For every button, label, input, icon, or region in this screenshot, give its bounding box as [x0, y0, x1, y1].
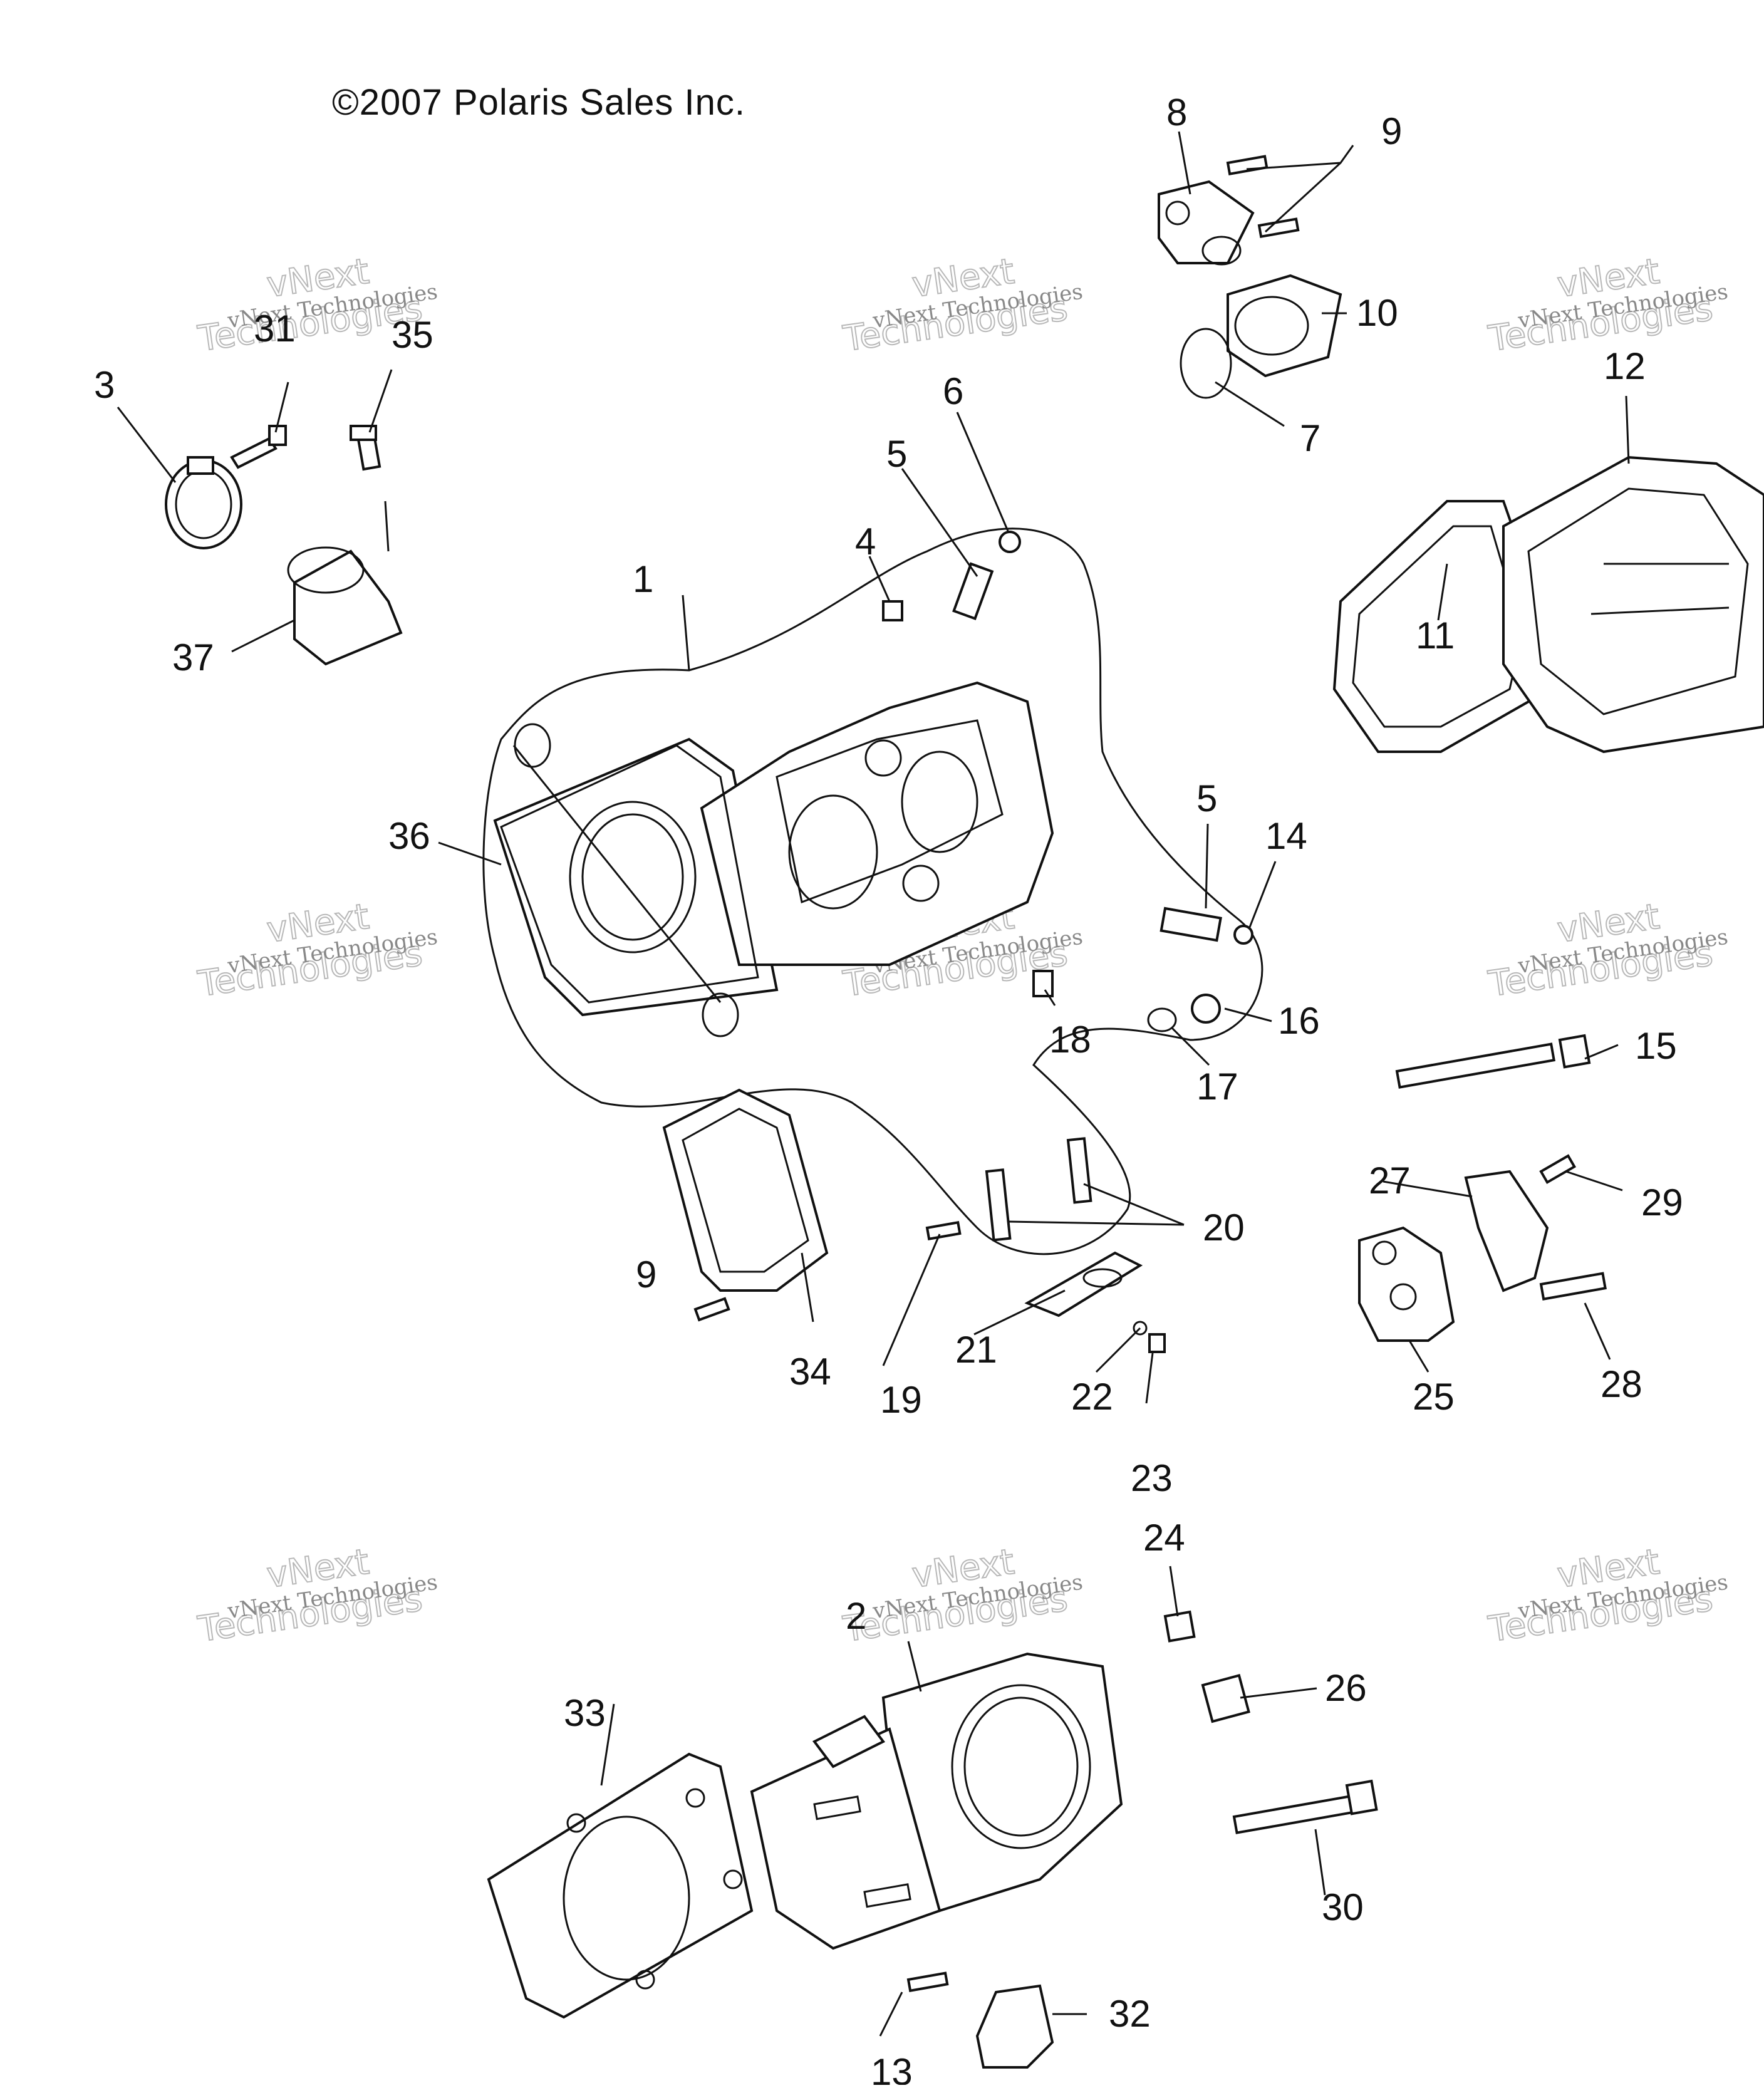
part-31-screw	[230, 425, 287, 469]
callout-27: 27	[1369, 1160, 1411, 1202]
part-35-screw	[350, 425, 381, 471]
part-16-plug	[1191, 994, 1221, 1024]
callout-34: 34	[789, 1351, 831, 1393]
callout-8: 8	[1166, 91, 1187, 133]
part-5-dowel-pin	[952, 562, 994, 621]
part-5-pin-lower	[1160, 906, 1222, 942]
part-9-bolt-lower	[693, 1297, 730, 1322]
callout-24: 24	[1143, 1517, 1185, 1559]
part-7-o-ring	[1180, 328, 1232, 399]
part-10-thermostat-housing	[1227, 274, 1342, 378]
watermark: Technologies vNext vNext Technologies	[195, 896, 439, 1005]
callout-30: 30	[1322, 1886, 1364, 1928]
callout-21: 21	[955, 1329, 997, 1371]
callout-19: 19	[880, 1379, 922, 1421]
callout-31: 31	[254, 308, 296, 350]
part-37-intake-boot	[287, 546, 403, 666]
callout-28: 28	[1601, 1363, 1642, 1405]
callout-11: 11	[1416, 615, 1455, 657]
part-19-bolt	[925, 1221, 962, 1241]
callout-12: 12	[1604, 345, 1646, 387]
callout-18: 18	[1049, 1019, 1091, 1061]
callout-9a: 9	[1381, 110, 1402, 152]
part-12-valve-cover	[1502, 455, 1764, 754]
watermarks: Technologies vNext vNext Technologies Te…	[195, 251, 1730, 1651]
part-18-dowel	[1032, 970, 1054, 997]
part-2-cylinder	[750, 1652, 1123, 1950]
callout-22: 22	[1071, 1376, 1113, 1418]
callout-33: 33	[564, 1692, 606, 1734]
copyright-notice: ©2007 Polaris Sales Inc.	[332, 82, 745, 123]
callout-32: 32	[1109, 1993, 1151, 2035]
callout-7: 7	[1300, 417, 1320, 459]
watermark: Technologies vNext vNext Technologies	[840, 251, 1084, 360]
callout-26: 26	[1325, 1667, 1367, 1709]
part-32-elbow	[975, 1984, 1054, 2069]
watermark: Technologies vNext vNext Technologies	[195, 1541, 439, 1651]
part-13-bolt	[906, 1971, 949, 1993]
callout-14: 14	[1265, 815, 1307, 857]
callout-1: 1	[633, 558, 653, 600]
part-27-bracket	[1464, 1170, 1549, 1292]
part-20-studs	[985, 1137, 1092, 1242]
part-29-bolt	[1539, 1154, 1577, 1185]
part-6-plug	[999, 531, 1021, 553]
callout-35: 35	[392, 314, 433, 356]
callout-5b: 5	[1196, 777, 1217, 819]
callout-15: 15	[1635, 1025, 1677, 1067]
part-30-bolt	[1232, 1779, 1378, 1834]
part-15-bolt	[1395, 1034, 1591, 1089]
callout-36: 36	[388, 815, 430, 857]
part-8-water-outlet	[1158, 180, 1255, 266]
leader-lines	[117, 131, 1630, 2037]
watermark: Technologies vNext vNext Technologies	[840, 1541, 1084, 1651]
callout-17: 17	[1196, 1066, 1238, 1108]
callout-13: 13	[871, 2051, 913, 2085]
part-28-bolt	[1539, 1272, 1607, 1301]
callout-10: 10	[1356, 292, 1398, 334]
part-26-fitting	[1201, 1674, 1250, 1723]
part-4-dowel	[882, 600, 903, 621]
part-14-plug	[1233, 925, 1253, 945]
part-9-bolt	[1226, 155, 1300, 239]
callout-25: 25	[1413, 1376, 1455, 1418]
callout-16: 16	[1278, 1000, 1320, 1042]
callout-3: 3	[94, 364, 115, 406]
part-33-base-gasket	[487, 1752, 754, 2019]
part-34-gasket	[662, 1088, 829, 1292]
watermark: Technologies vNext vNext Technologies	[1485, 251, 1730, 360]
callout-5a: 5	[886, 433, 907, 475]
part-3-clamp	[165, 456, 242, 549]
part-23-insert	[1148, 1333, 1166, 1353]
watermark: Technologies vNext vNext Technologies	[1485, 1541, 1730, 1651]
part-17-washer	[1147, 1007, 1177, 1032]
watermark: Technologies vNext vNext Technologies	[1485, 896, 1730, 1005]
callout-37: 37	[172, 636, 214, 678]
callout-4: 4	[855, 521, 876, 563]
callout-23: 23	[1131, 1457, 1173, 1499]
callout-29: 29	[1641, 1182, 1683, 1223]
callout-6: 6	[943, 370, 963, 412]
callouts: 1 2 3 4 5 5 6 7 8 9 9 10 11 12 13 14 15 …	[94, 91, 1683, 2088]
part-24-dowel	[1163, 1610, 1196, 1643]
part-1-head-assembly	[482, 527, 1263, 1255]
part-36-head-gasket	[500, 744, 759, 1004]
callout-2: 2	[846, 1595, 866, 1637]
callout-9b: 9	[636, 1254, 656, 1296]
callout-20: 20	[1203, 1207, 1245, 1249]
part-25-bracket	[1358, 1226, 1455, 1342]
part-21-gasket	[1024, 1251, 1143, 1317]
part-22-clip	[1133, 1321, 1148, 1336]
